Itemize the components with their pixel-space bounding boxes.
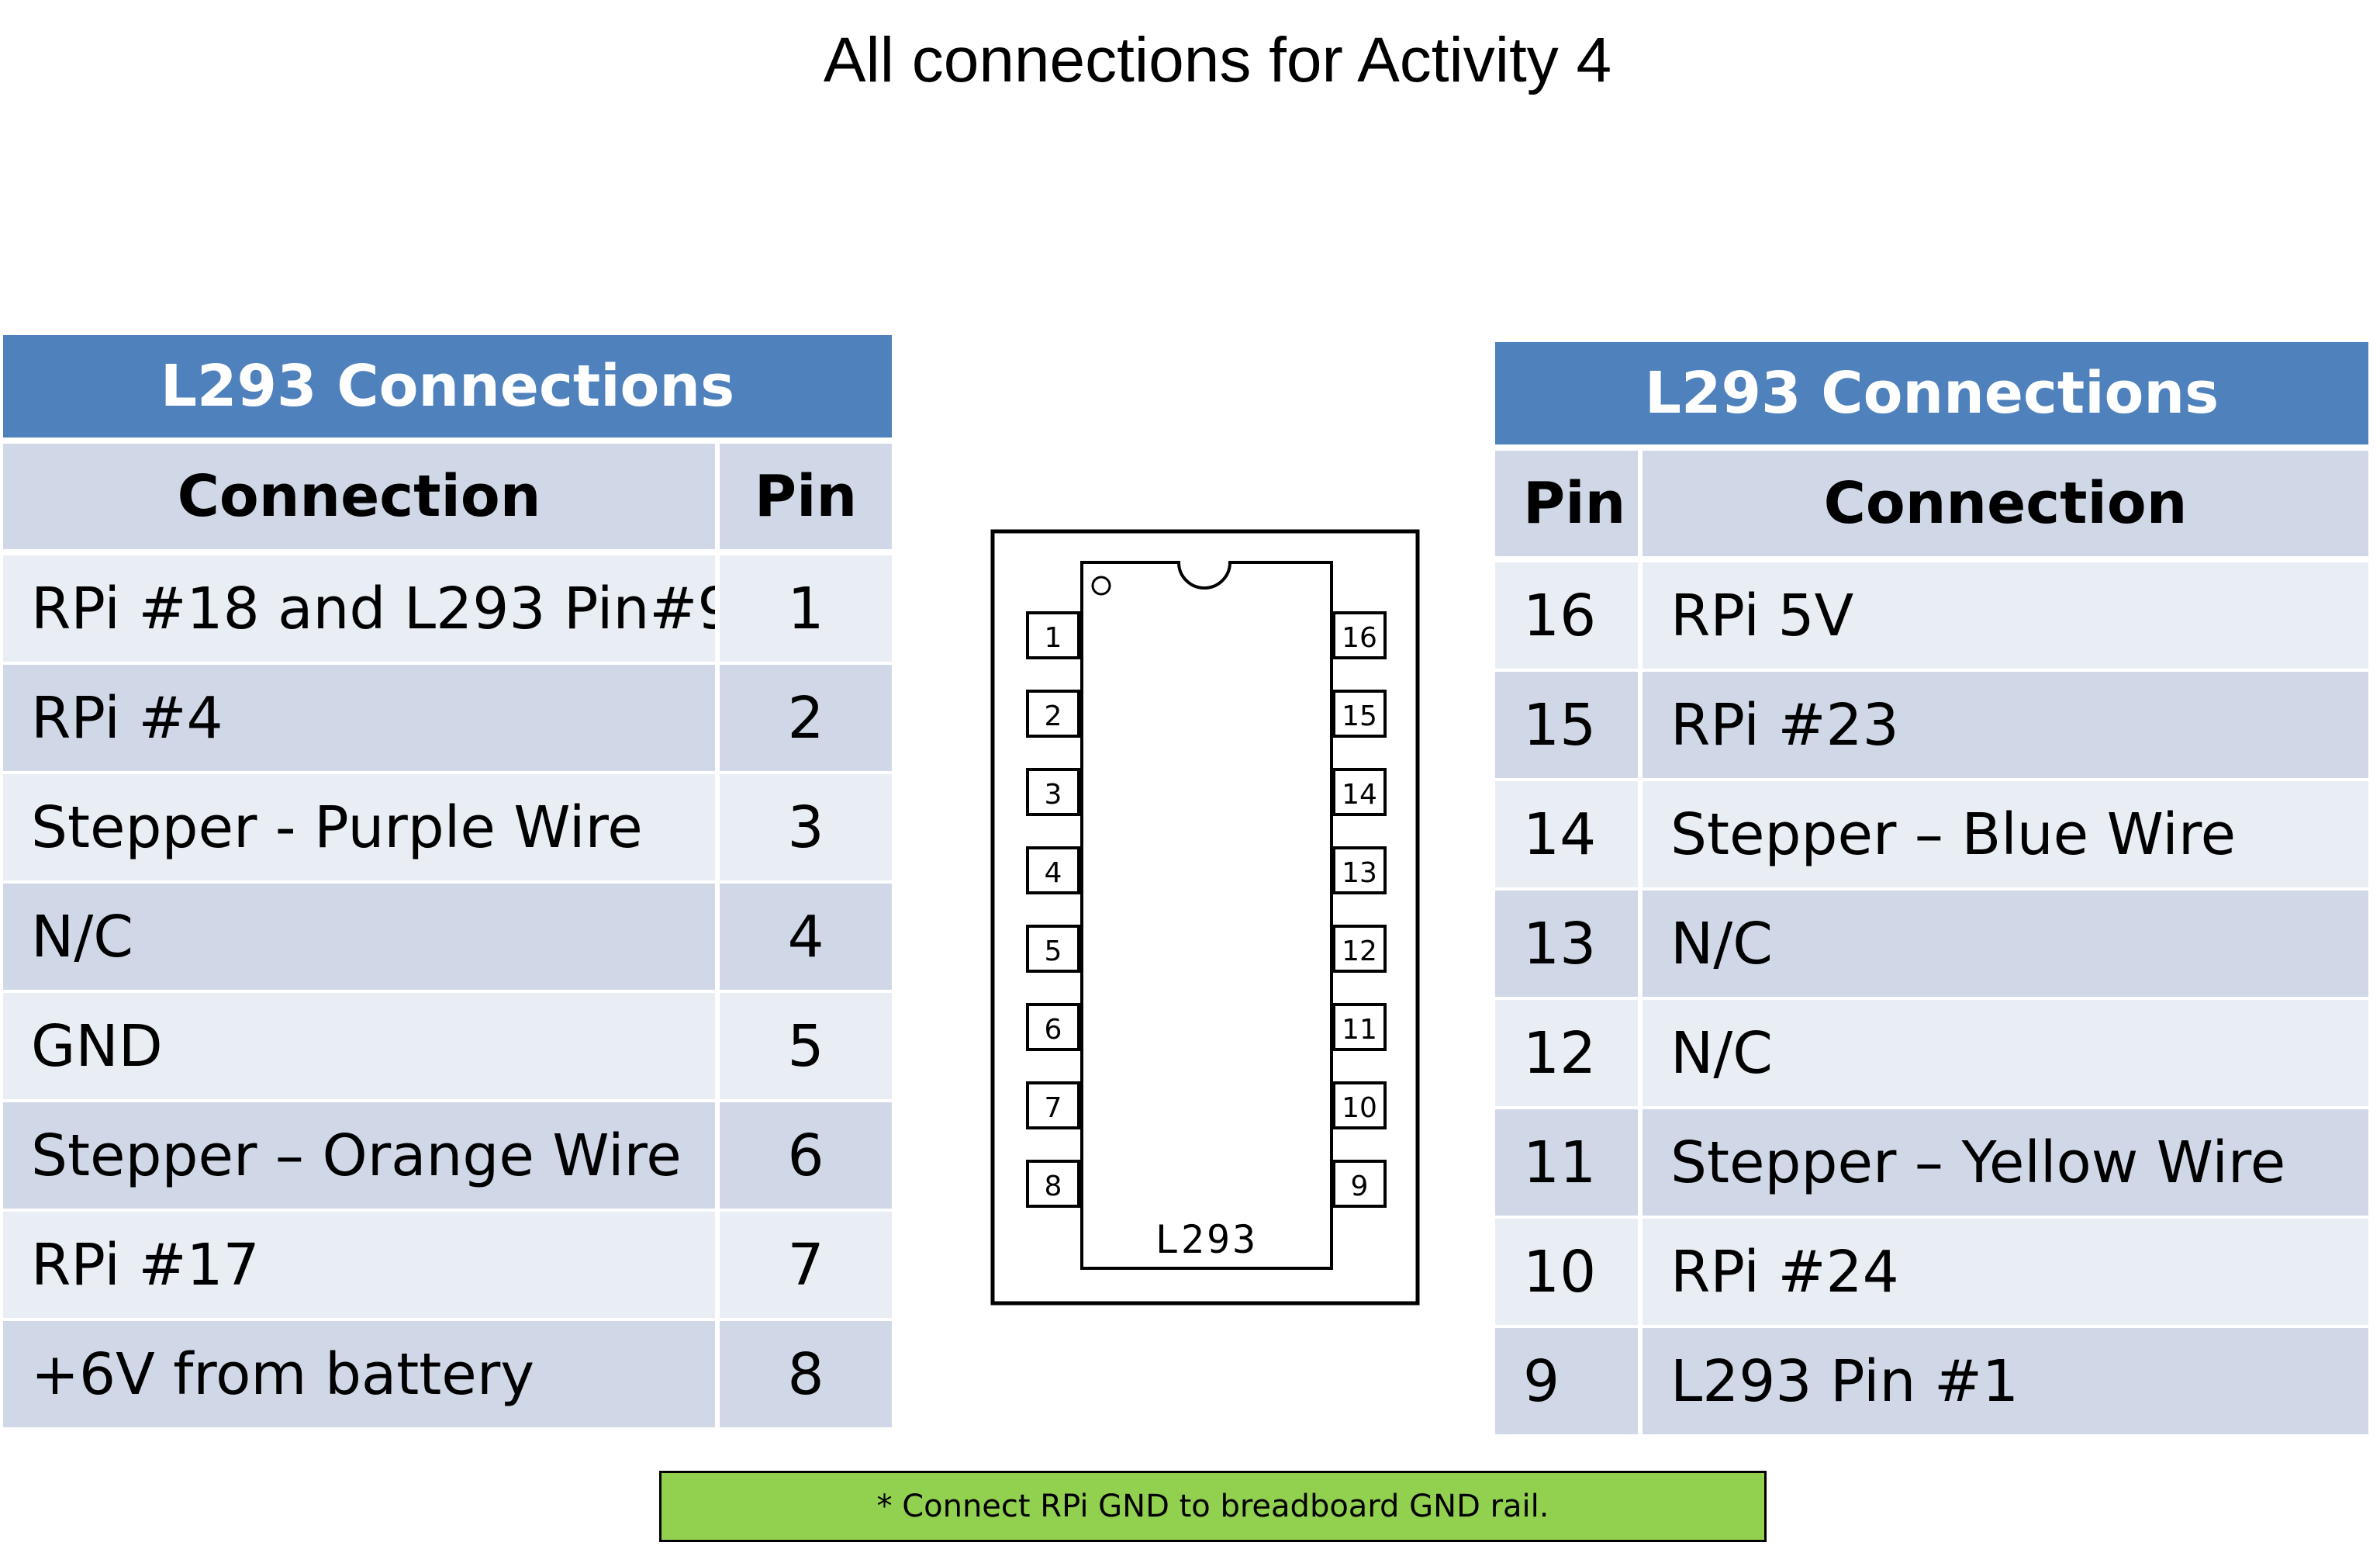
table-row: 15 RPi #23: [1495, 669, 2369, 778]
chip-pin-number: 15: [1342, 700, 1377, 732]
connection-cell: RPi #23: [1643, 669, 2369, 778]
pin-cell: 5: [720, 990, 893, 1099]
table-row: RPi #18 and L293 Pin#9 1: [3, 552, 893, 662]
chip-pin-box: [1026, 1003, 1080, 1051]
pin-cell: 14: [1495, 778, 1643, 887]
table-row: 12 N/C: [1495, 997, 2369, 1106]
chip-pin-number: 1: [1045, 622, 1062, 654]
right-column-header-pin: Pin: [1495, 451, 1643, 559]
pin-cell: 10: [1495, 1216, 1643, 1325]
pin-cell: 3: [720, 771, 893, 880]
chip-pin-box: [1026, 925, 1080, 973]
chip-body: [1080, 561, 1333, 1270]
chip-pin-box: [1332, 690, 1387, 738]
left-table-title: L293 Connections: [3, 335, 893, 444]
chip-pin-number: 11: [1342, 1014, 1377, 1046]
connection-cell: N/C: [1643, 997, 2369, 1106]
table-row: N/C 4: [3, 880, 893, 990]
pin-cell: 8: [720, 1318, 893, 1427]
right-table-title: L293 Connections: [1495, 342, 2369, 451]
chip-pin-number: 10: [1342, 1092, 1377, 1124]
pin-cell: 13: [1495, 887, 1643, 997]
chip-pin-number: 9: [1351, 1171, 1369, 1202]
pin-cell: 1: [720, 552, 893, 662]
connection-cell: RPi #24: [1643, 1216, 2369, 1325]
chip-pin-box: [1026, 1160, 1080, 1208]
chip-pin-number: 8: [1045, 1171, 1062, 1202]
chip-pin-box: [1026, 846, 1080, 894]
left-connections-table: L293 Connections Connection Pin RPi #18 …: [3, 335, 893, 1427]
chip-right-pins: 16 15 14 13 12 11 10 9: [1332, 611, 1387, 1208]
pin-cell: 7: [720, 1209, 893, 1318]
pin-cell: 11: [1495, 1106, 1643, 1216]
chip-pin-number: 6: [1045, 1014, 1062, 1046]
chip-pin-box: [1332, 846, 1387, 894]
connection-cell: RPi #4: [3, 662, 720, 771]
chip-pin-box: [1332, 1081, 1387, 1129]
chip-pin-number: 5: [1045, 936, 1062, 967]
connection-cell: Stepper - Purple Wire: [3, 771, 720, 880]
left-column-header-pin: Pin: [720, 444, 893, 552]
pin1-marker-dot: [1091, 576, 1111, 596]
chip-pin-number: 2: [1045, 700, 1062, 732]
pin-cell: 16: [1495, 559, 1643, 669]
chip-pin-box: [1332, 1160, 1387, 1208]
chip-pin-box: [1332, 925, 1387, 973]
connection-cell: Stepper – Yellow Wire: [1643, 1106, 2369, 1216]
table-row: 16 RPi 5V: [1495, 559, 2369, 669]
chip-pin-number: 16: [1342, 622, 1377, 654]
chip-pin-number: 14: [1342, 779, 1377, 811]
chip-pin-number: 3: [1045, 779, 1062, 811]
pin-cell: 9: [1495, 1325, 1643, 1434]
chip-pin-number: 12: [1342, 936, 1377, 967]
chip-left-pins: 1 2 3 4 5 6 7 8: [1026, 611, 1080, 1208]
connection-cell: L293 Pin #1: [1643, 1325, 2369, 1434]
pin-cell: 6: [720, 1099, 893, 1209]
connection-cell: RPi 5V: [1643, 559, 2369, 669]
table-row: 9 L293 Pin #1: [1495, 1325, 2369, 1434]
chip-label: L293: [1155, 1217, 1258, 1262]
pin-cell: 12: [1495, 997, 1643, 1106]
chip-pin-box: [1332, 1003, 1387, 1051]
table-row: 13 N/C: [1495, 887, 2369, 997]
right-column-header-connection: Connection: [1643, 451, 2369, 559]
connection-cell: N/C: [1643, 887, 2369, 997]
chip-pin-box: [1026, 690, 1080, 738]
chip-pin-box: [1332, 768, 1387, 816]
pin-cell: 2: [720, 662, 893, 771]
table-row: Stepper – Orange Wire 6: [3, 1099, 893, 1209]
table-row: 11 Stepper – Yellow Wire: [1495, 1106, 2369, 1216]
table-row: RPi #4 2: [3, 662, 893, 771]
connection-cell: RPi #18 and L293 Pin#9: [3, 552, 720, 662]
left-column-header-connection: Connection: [3, 444, 720, 552]
chip-pin-number: 4: [1045, 857, 1062, 889]
chip-pin-box: [1026, 1081, 1080, 1129]
table-row: RPi #17 7: [3, 1209, 893, 1318]
table-row: +6V from battery 8: [3, 1318, 893, 1427]
connection-cell: GND: [3, 990, 720, 1099]
table-row: Stepper - Purple Wire 3: [3, 771, 893, 880]
right-connections-table: L293 Connections Pin Connection 16 RPi 5…: [1495, 342, 2369, 1434]
table-row: GND 5: [3, 990, 893, 1099]
table-row: 10 RPi #24: [1495, 1216, 2369, 1325]
connection-cell: N/C: [3, 880, 720, 990]
pin-cell: 4: [720, 880, 893, 990]
page-title: All connections for Activity 4: [823, 25, 1612, 95]
connection-cell: Stepper – Orange Wire: [3, 1099, 720, 1209]
chip-pin-box: [1026, 768, 1080, 816]
chip-pin-box: [1026, 611, 1080, 659]
table-row: 14 Stepper – Blue Wire: [1495, 778, 2369, 887]
chip-pin-number: 7: [1045, 1092, 1062, 1124]
chip-pin-number: 13: [1342, 857, 1377, 889]
pin-cell: 15: [1495, 669, 1643, 778]
connection-cell: Stepper – Blue Wire: [1643, 778, 2369, 887]
connection-cell: RPi #17: [3, 1209, 720, 1318]
connection-cell: +6V from battery: [3, 1318, 720, 1427]
gnd-note-banner: * Connect RPi GND to breadboard GND rail…: [659, 1471, 1767, 1542]
chip-pin-box: [1332, 611, 1387, 659]
